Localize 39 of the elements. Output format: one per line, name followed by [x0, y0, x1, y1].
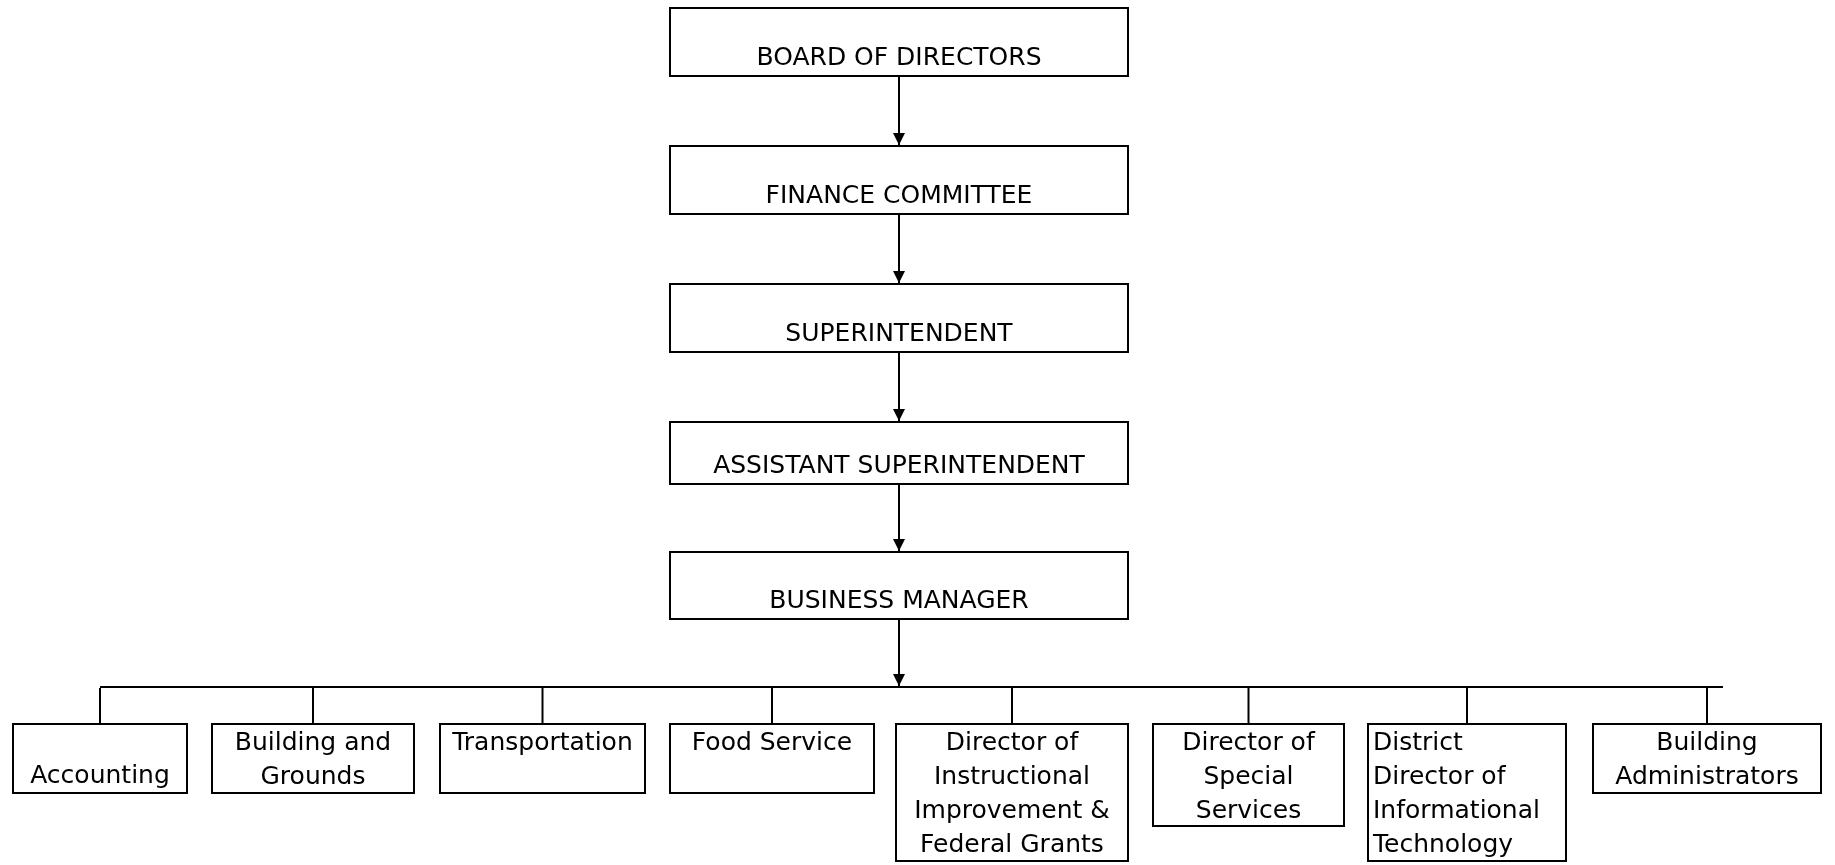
role-label: ASSISTANT SUPERINTENDENT [713, 450, 1085, 479]
org-box [211, 723, 415, 794]
role-label: Building and Grounds [233, 726, 393, 792]
org-box [669, 723, 875, 794]
role-label: Accounting [29, 759, 171, 791]
connector-line [99, 687, 101, 724]
org-box [669, 283, 1129, 353]
role-label: BUSINESS MANAGER [769, 585, 1029, 614]
org-box [439, 723, 646, 794]
role-label: BOARD OF DIRECTORS [756, 42, 1042, 71]
connector-bar [100, 686, 1723, 688]
org-box [669, 551, 1129, 620]
org-box [1152, 723, 1345, 827]
role-label: Transportation [451, 726, 634, 758]
connector-line [1466, 687, 1468, 724]
connector-line [893, 214, 905, 284]
role-label: Building Administrators [1614, 726, 1800, 792]
org-box [669, 145, 1129, 215]
org-box [12, 723, 188, 794]
connector-line [893, 484, 905, 552]
connector-line [1706, 687, 1708, 724]
role-label: Food Service [690, 726, 854, 758]
org-box [1367, 723, 1567, 862]
role-label: Director of Special Services [1181, 726, 1317, 826]
role-label: SUPERINTENDENT [785, 318, 1013, 347]
org-box [669, 7, 1129, 77]
connector-line [1011, 687, 1013, 724]
org-box [669, 421, 1129, 485]
connector-line [893, 76, 905, 146]
connector-line [893, 352, 905, 422]
connector-line [1247, 687, 1250, 724]
connector-line [541, 687, 544, 724]
connector-line [771, 687, 773, 724]
org-box [895, 723, 1129, 862]
org-box [1592, 723, 1822, 794]
role-label: Director of Instructional Improvement & Federal Grants [913, 726, 1111, 860]
connector-line [312, 687, 314, 724]
role-label: FINANCE COMMITTEE [765, 180, 1033, 209]
connector-line [893, 619, 905, 687]
